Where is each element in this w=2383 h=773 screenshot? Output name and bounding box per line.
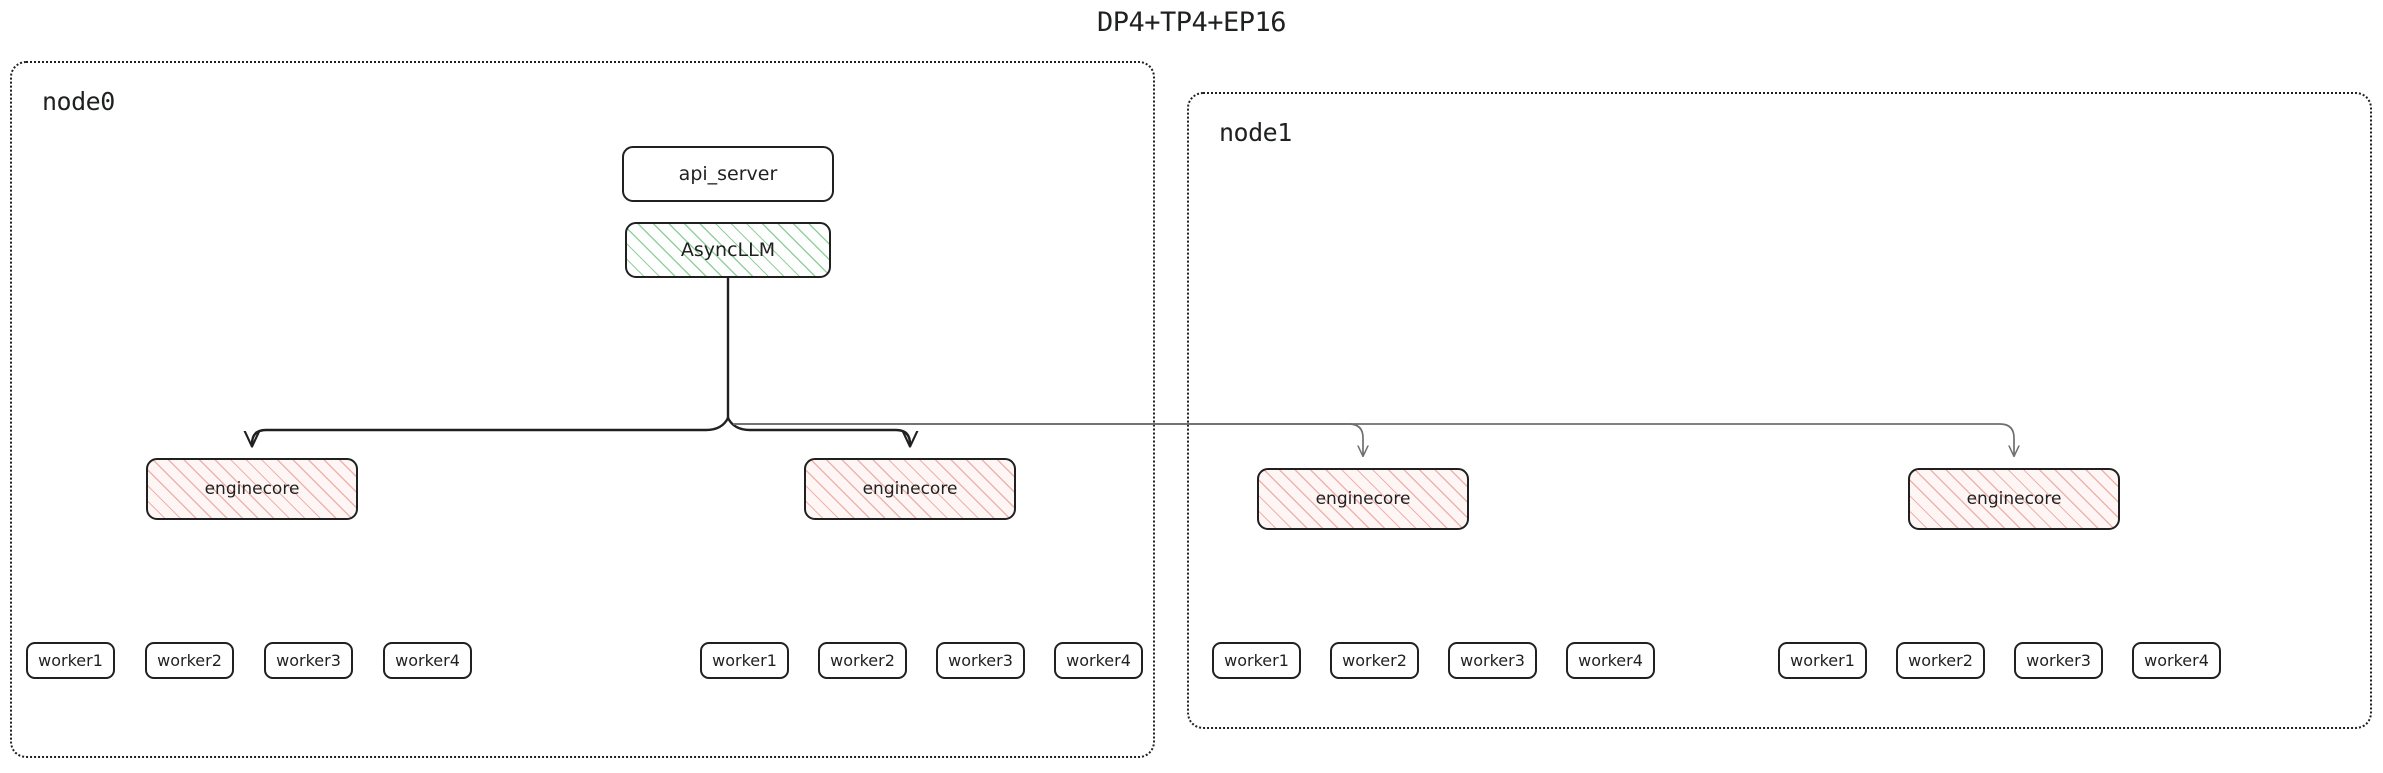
- node-worker[interactable]: worker3: [1448, 642, 1537, 679]
- node-async-llm-label: AsyncLLM: [680, 238, 776, 261]
- node-async-llm[interactable]: AsyncLLM: [625, 222, 831, 278]
- node-worker-label: worker2: [1908, 650, 1973, 670]
- node-worker[interactable]: worker1: [1778, 642, 1867, 679]
- node-worker-label: worker4: [395, 650, 460, 670]
- cluster-node1-label: node1: [1219, 118, 1292, 147]
- node-worker[interactable]: worker3: [936, 642, 1025, 679]
- node-worker-label: worker2: [1342, 650, 1407, 670]
- cluster-node0-label: node0: [42, 87, 115, 116]
- node-worker-label: worker3: [1460, 650, 1525, 670]
- cluster-node0: node0: [10, 61, 1155, 758]
- node-worker[interactable]: worker2: [145, 642, 234, 679]
- node-worker-label: worker1: [1224, 650, 1289, 670]
- node-worker[interactable]: worker2: [1330, 642, 1419, 679]
- node-worker-label: worker4: [1578, 650, 1643, 670]
- node-worker-label: worker1: [38, 650, 103, 670]
- node-worker[interactable]: worker3: [2014, 642, 2103, 679]
- diagram-title: DP4+TP4+EP16: [1096, 7, 1287, 38]
- node-worker[interactable]: worker1: [26, 642, 115, 679]
- node-enginecore[interactable]: enginecore: [804, 458, 1016, 520]
- node-worker[interactable]: worker4: [2132, 642, 2221, 679]
- node-worker-label: worker3: [2026, 650, 2091, 670]
- node-enginecore-label: enginecore: [1966, 488, 2062, 509]
- node-worker[interactable]: worker1: [700, 642, 789, 679]
- node-enginecore[interactable]: enginecore: [1908, 468, 2120, 530]
- node-worker-label: worker1: [712, 650, 777, 670]
- node-worker-label: worker3: [276, 650, 341, 670]
- node-worker[interactable]: worker2: [1896, 642, 1985, 679]
- node-worker[interactable]: worker4: [1566, 642, 1655, 679]
- node-api-server-label: api_server: [678, 162, 778, 185]
- node-worker-label: worker2: [157, 650, 222, 670]
- node-worker-label: worker2: [830, 650, 895, 670]
- node-enginecore[interactable]: enginecore: [146, 458, 358, 520]
- node-worker[interactable]: worker1: [1212, 642, 1301, 679]
- node-enginecore-label: enginecore: [862, 478, 958, 499]
- node-enginecore-label: enginecore: [1315, 488, 1411, 509]
- node-worker-label: worker4: [2144, 650, 2209, 670]
- node-api-server[interactable]: api_server: [622, 146, 834, 202]
- node-worker[interactable]: worker3: [264, 642, 353, 679]
- node-worker-label: worker4: [1066, 650, 1131, 670]
- node-worker-label: worker1: [1790, 650, 1855, 670]
- node-worker[interactable]: worker2: [818, 642, 907, 679]
- node-worker[interactable]: worker4: [1054, 642, 1143, 679]
- node-worker[interactable]: worker4: [383, 642, 472, 679]
- node-enginecore-label: enginecore: [204, 478, 300, 499]
- node-worker-label: worker3: [948, 650, 1013, 670]
- node-enginecore[interactable]: enginecore: [1257, 468, 1469, 530]
- cluster-node1: node1: [1187, 92, 2372, 729]
